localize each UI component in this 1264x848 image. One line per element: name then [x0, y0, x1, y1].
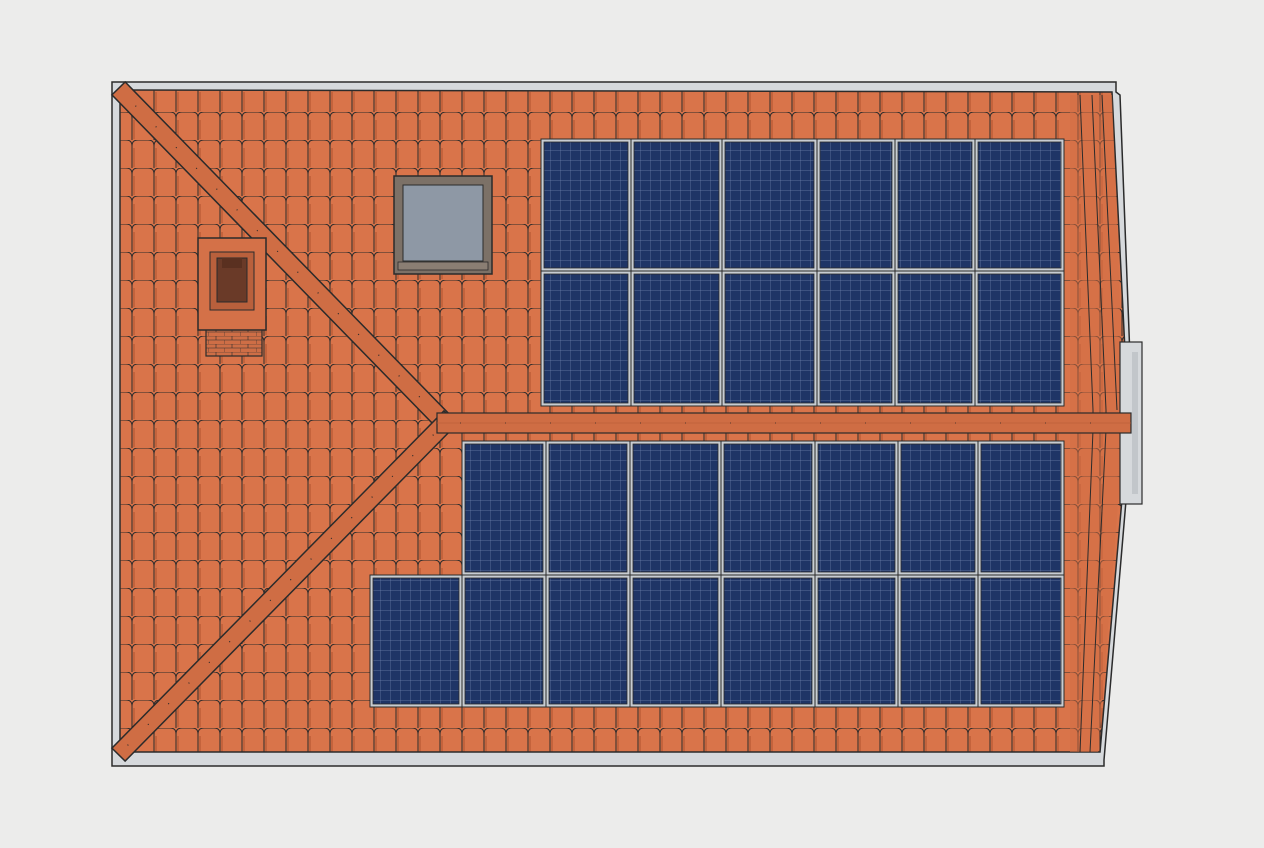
solar-panel-icon — [543, 141, 629, 269]
skylight-icon — [393, 175, 493, 275]
solar-panel-icon — [897, 273, 973, 404]
solar-panel-icon — [633, 141, 720, 269]
solar-panel-icon — [548, 443, 628, 573]
solar-panel-icon — [724, 273, 815, 404]
solar-panel-icon — [819, 273, 893, 404]
solar-panel-icon — [900, 577, 976, 705]
solar-panel-icon — [464, 443, 544, 573]
solar-panel-icon — [817, 443, 896, 573]
solar-panel-icon — [548, 577, 628, 705]
solar-panel-icon — [464, 577, 544, 705]
solar-panel-icon — [980, 443, 1062, 573]
solar-panel-icon — [723, 577, 813, 705]
solar-panel-icon — [900, 443, 976, 573]
solar-panel-icon — [724, 141, 815, 269]
solar-panel-icon — [632, 577, 719, 705]
main-ridge — [436, 412, 1132, 434]
hip-ridge-upper — [110, 80, 459, 437]
solar-panel-icon — [819, 141, 893, 269]
solar-panel-icon — [897, 141, 973, 269]
solar-panel-icon — [723, 443, 813, 573]
solar-panel-icon — [980, 577, 1062, 705]
vent-slot — [1132, 352, 1138, 494]
solar-panel-icon — [977, 141, 1062, 269]
solar-array — [369, 138, 1065, 708]
solar-panel-icon — [632, 443, 719, 573]
solar-panel-icon — [977, 273, 1062, 404]
solar-panel-icon — [817, 577, 896, 705]
solar-panel-icon — [372, 577, 460, 705]
solar-panel-icon — [633, 273, 720, 404]
solar-panel-icon — [543, 273, 629, 404]
hip-ridge-lower — [110, 409, 459, 763]
chimney-icon — [197, 237, 267, 357]
